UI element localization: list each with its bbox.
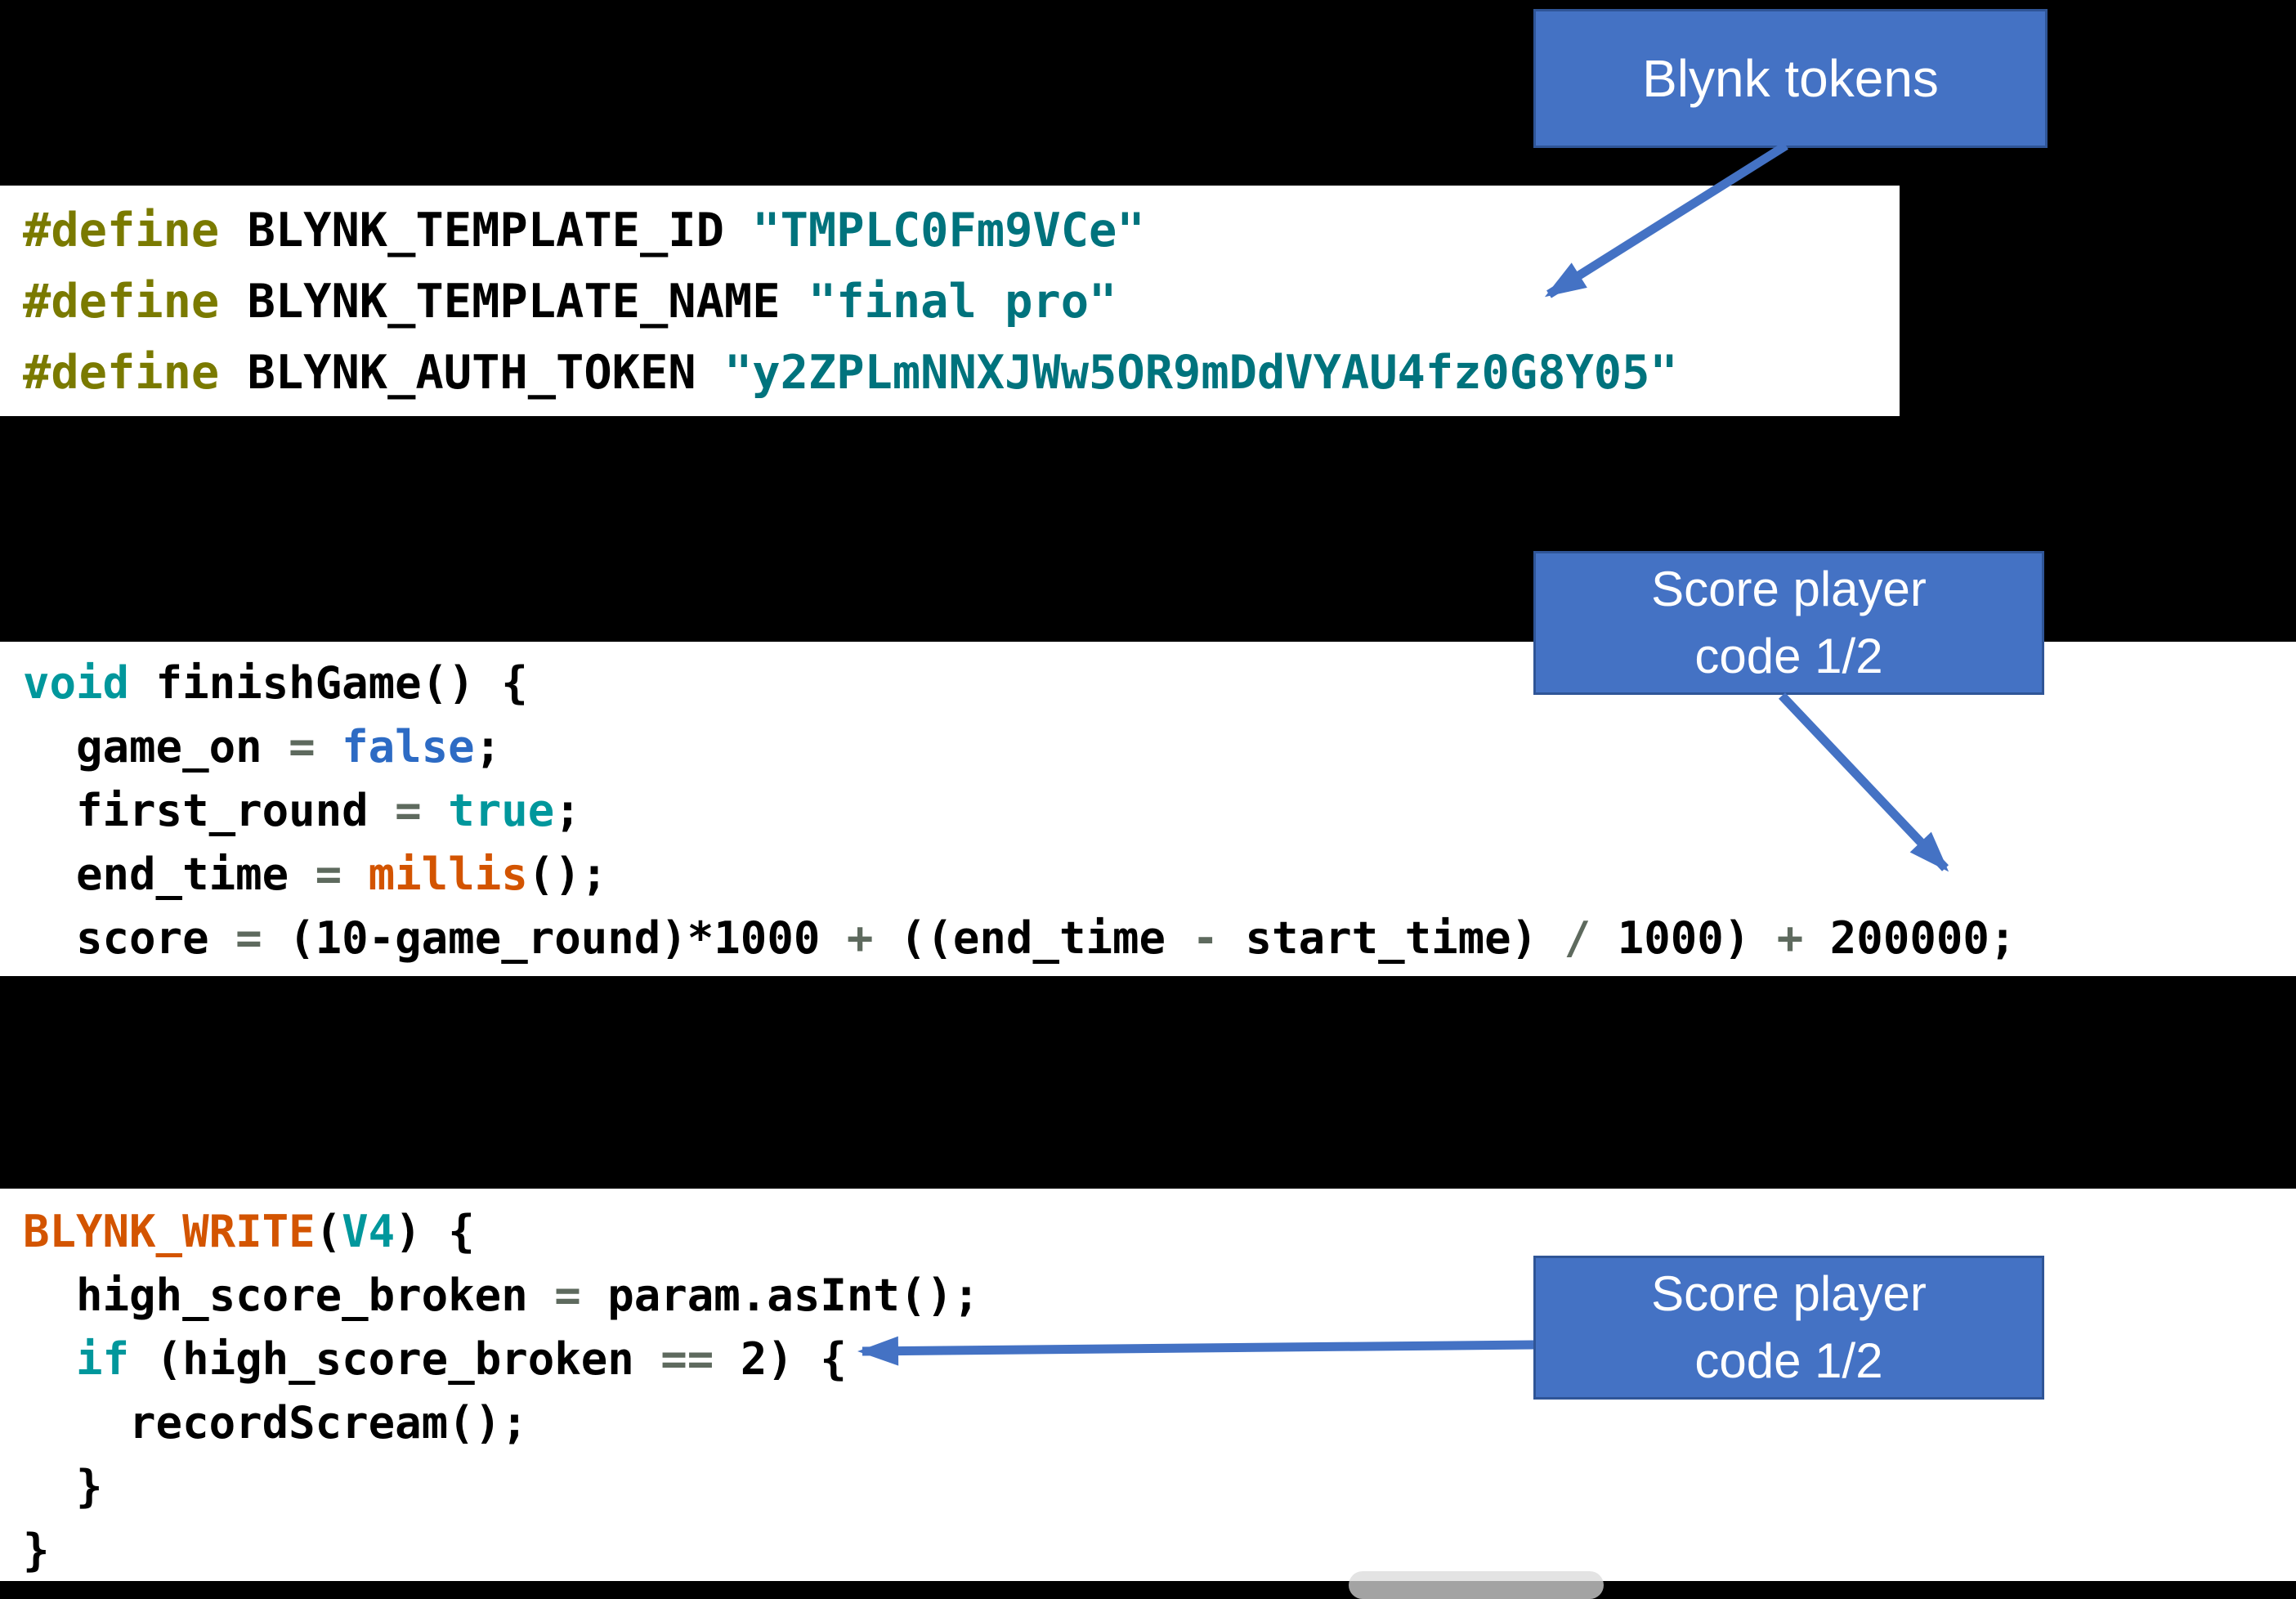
code-token-plain: end_time [23,849,316,900]
code-line: score = (10-game_round)*1000 + ((end_tim… [23,907,2296,970]
code-token-plain: 200000; [1803,912,2016,964]
callout-text: Blynk tokens [1642,49,1939,108]
code-token-operator: = [315,849,342,900]
code-token-string: "y2ZPLmNNXJWw5OR9mDdVYAU4fz0G8Y05" [723,346,1678,400]
code-token-directive: #define [23,204,220,258]
code-line: high_score_broken = param.asInt(); [23,1264,2296,1328]
code-token-keyword: void [23,657,130,709]
code-token-plain: param.asInt(); [580,1270,980,1321]
code-token-plain: 1000) [1591,912,1777,964]
callout-text: Score player [1651,562,1927,616]
code-token-plain: start_time) [1219,912,1564,964]
code-token-plain [422,785,449,836]
code-token-operator: == [660,1333,714,1385]
callout-score-player-lower: Score player code 1/2 [1533,1256,2044,1400]
code-token-plain: first_round [23,785,396,836]
callout-text: Score player [1651,1266,1927,1321]
callout-text: code 1/2 [1694,1333,1883,1388]
gray-shape [1349,1571,1604,1599]
code-token-function: BLYNK_WRITE [23,1206,316,1257]
code-token-operator: = [554,1270,581,1321]
callout-score-player-upper: Score player code 1/2 [1533,551,2044,695]
code-token-keyword: true [448,785,555,836]
code-token-plain: ; [474,721,502,773]
code-token-plain: ) { [395,1206,475,1257]
code-line: game_on = false; [23,715,2296,779]
code-line: end_time = millis(); [23,843,2296,907]
code-line: void finishGame() { [23,652,2296,715]
code-token-operator: + [846,912,874,964]
code-token-operator: / [1564,912,1591,964]
code-line: recordScream(); [23,1391,2296,1455]
code-token-plain [342,849,369,900]
code-token-plain: (high_score_broken [129,1333,661,1385]
code-token-plain: ; [554,785,581,836]
code-token-plain: (); [527,849,608,900]
code-token-operator: = [395,785,422,836]
code-line: } [23,1455,2296,1519]
code-token-plain: ( [315,1206,342,1257]
code-token-keyword: if [76,1333,130,1385]
code-token-plain: high_score_broken [23,1270,555,1321]
code-line: if (high_score_broken == 2) { [23,1328,2296,1391]
code-token-operator: + [1776,912,1804,964]
code-line: #define BLYNK_TEMPLATE_ID "TMPLC0Fm9VCe" [23,195,1900,266]
code-token-string: "final pro" [808,275,1117,329]
code-token-plain: score [23,912,236,964]
code-token-plain: finishGame() { [129,657,528,709]
code-token-function: millis [368,849,528,900]
code-line: #define BLYNK_AUTH_TOKEN "y2ZPLmNNXJWw5O… [23,338,1900,409]
code-line: first_round = true; [23,779,2296,843]
code-token-literal_false: false [342,721,475,773]
code-block-blynk-defines: #define BLYNK_TEMPLATE_ID "TMPLC0Fm9VCe"… [0,186,1900,416]
callout-text: code 1/2 [1694,629,1883,683]
code-token-plain: BLYNK_AUTH_TOKEN [219,346,724,400]
code-token-string: "TMPLC0Fm9VCe" [752,204,1145,258]
code-token-plain: BLYNK_TEMPLATE_NAME [219,275,808,329]
code-token-plain: BLYNK_TEMPLATE_ID [219,204,753,258]
code-token-directive: #define [23,275,220,329]
code-token-plain: ((end_time [873,912,1193,964]
code-token-plain [23,1333,76,1385]
code-token-operator: = [235,912,262,964]
code-token-plain: game_on [23,721,289,773]
code-line: #define BLYNK_TEMPLATE_NAME "final pro" [23,266,1900,338]
code-token-plain: } [23,1525,50,1576]
code-token-plain: recordScream(); [23,1397,528,1449]
code-token-operator: - [1192,912,1220,964]
code-token-directive: #define [23,346,220,400]
code-token-keyword: V4 [342,1206,396,1257]
code-token-plain: 2) { [714,1333,847,1385]
code-token-plain: } [23,1461,103,1512]
code-token-operator: = [289,721,316,773]
code-line: BLYNK_WRITE(V4) { [23,1200,2296,1264]
code-line: } [23,1519,2296,1583]
code-token-plain: (10-game_round)*1000 [262,912,847,964]
code-token-plain [316,721,342,773]
callout-blynk-tokens: Blynk tokens [1533,9,2048,148]
